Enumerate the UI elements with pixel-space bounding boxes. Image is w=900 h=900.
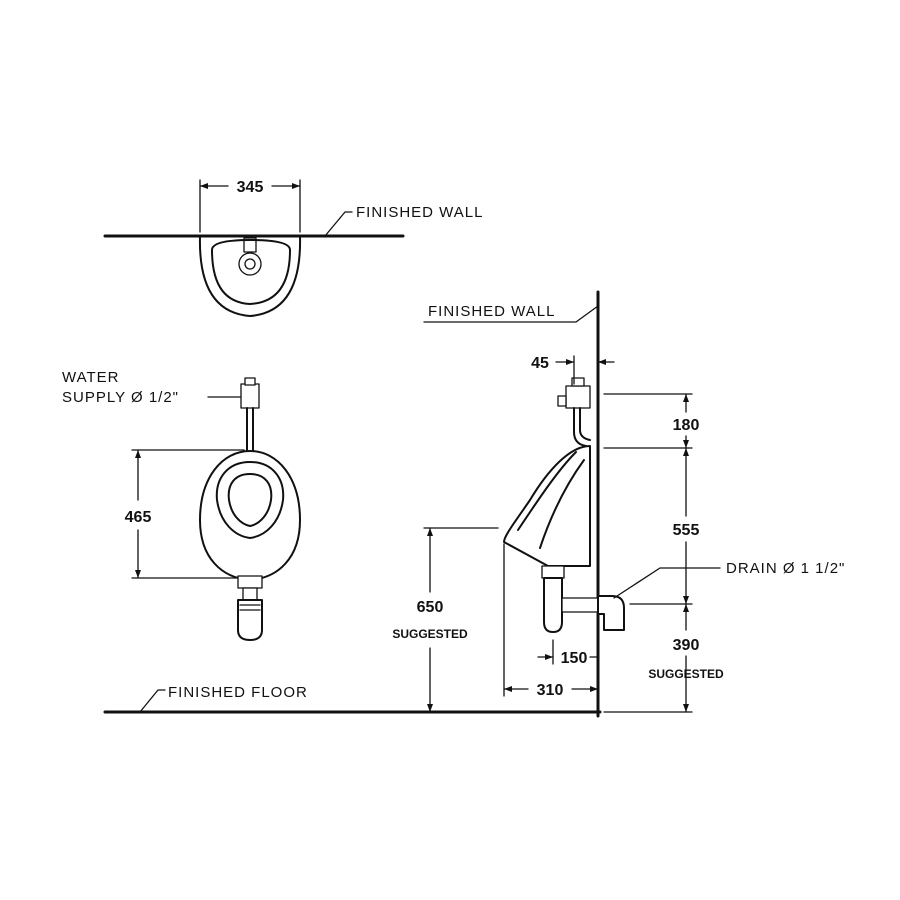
front-height-dimension: 465 [125, 509, 152, 526]
rim-height-suggested: SUGGESTED [392, 627, 468, 641]
rim-height-arrow-bottom [427, 704, 433, 712]
depth-arrow-left [504, 686, 512, 692]
top-view-bowl-inner [211, 239, 291, 305]
side-arrow [683, 604, 689, 612]
water-supply-label-line2: SUPPLY Ø 1/2" [62, 389, 179, 406]
side-urinal-body [503, 445, 591, 567]
side-urinal-contour [539, 459, 585, 549]
depth-dimension: 310 [537, 682, 564, 699]
depth-arrow-right [590, 686, 598, 692]
side-urinal-contour [517, 451, 577, 531]
side-supply-pipe [579, 407, 591, 441]
side-view: FINISHED WALL 180 555 390 SUG [392, 290, 845, 718]
front-urinal-body [199, 450, 301, 581]
side-arrow [683, 394, 689, 402]
side-flush-valve-cap [571, 377, 585, 387]
side-trap-nut [541, 565, 565, 579]
side-arrow [683, 448, 689, 456]
top-view-supply-fitting [243, 237, 257, 253]
finished-wall-top-label: FINISHED WALL [356, 204, 483, 221]
side-arrow [683, 596, 689, 604]
top-view-bowl-outline [198, 235, 302, 317]
side-trap-outlet [561, 597, 599, 613]
drain-offset-dimension: 150 [561, 650, 588, 667]
finished-wall-side-leader [423, 305, 599, 323]
drain-offset-arrow [545, 654, 553, 660]
top-view-drain-inner [244, 258, 256, 270]
front-flush-valve [240, 383, 260, 409]
front-view: WATER SUPPLY Ø 1/2" 465 [62, 369, 301, 641]
water-supply-label-line1: WATER [62, 369, 120, 386]
front-trap-pipe [242, 587, 258, 601]
rim-height-arrow-top [427, 528, 433, 536]
finished-wall-side-label: FINISHED WALL [428, 303, 555, 320]
rim-height-dimension: 650 [417, 599, 444, 616]
side-flush-valve-handle [557, 395, 567, 407]
side-arrow [683, 440, 689, 448]
front-flush-valve-cap [244, 377, 256, 386]
front-height-arrow-top [135, 450, 141, 458]
floor: FINISHED FLOOR [103, 684, 602, 714]
drain-height-dimension: 390 [673, 637, 700, 654]
drain-height-suggested: SUGGESTED [648, 667, 724, 681]
side-drain-elbow [597, 595, 625, 631]
finished-wall-top-leader [324, 211, 353, 237]
finished-floor-label: FINISHED FLOOR [168, 684, 308, 701]
front-urinal-inner-rim [227, 473, 273, 527]
finished-floor-leader [139, 689, 166, 713]
side-supply-pipe [573, 407, 587, 447]
top-width-arrow-left [200, 183, 208, 189]
side-flush-valve [565, 385, 591, 409]
drain-leader [613, 567, 721, 599]
front-urinal-inner-bowl [215, 461, 285, 539]
offset-45-arrow [566, 359, 574, 365]
side-trap-body [543, 577, 563, 633]
top-view-drain-outer [238, 252, 262, 276]
front-trap-body [237, 599, 263, 641]
side-body-height-dimension: 555 [673, 522, 700, 539]
top-width-arrow-right [292, 183, 300, 189]
drain-label: DRAIN Ø 1 1/2" [726, 560, 845, 577]
top-width-dimension: 345 [237, 179, 264, 196]
front-height-arrow-bottom [135, 570, 141, 578]
side-supply-height-dimension: 180 [673, 417, 700, 434]
side-offset-dimension: 45 [531, 355, 549, 372]
side-arrow [683, 704, 689, 712]
front-trap-nut [237, 575, 263, 589]
offset-45-arrow [598, 359, 606, 365]
top-view: 345 FINISHED WALL [103, 179, 483, 317]
